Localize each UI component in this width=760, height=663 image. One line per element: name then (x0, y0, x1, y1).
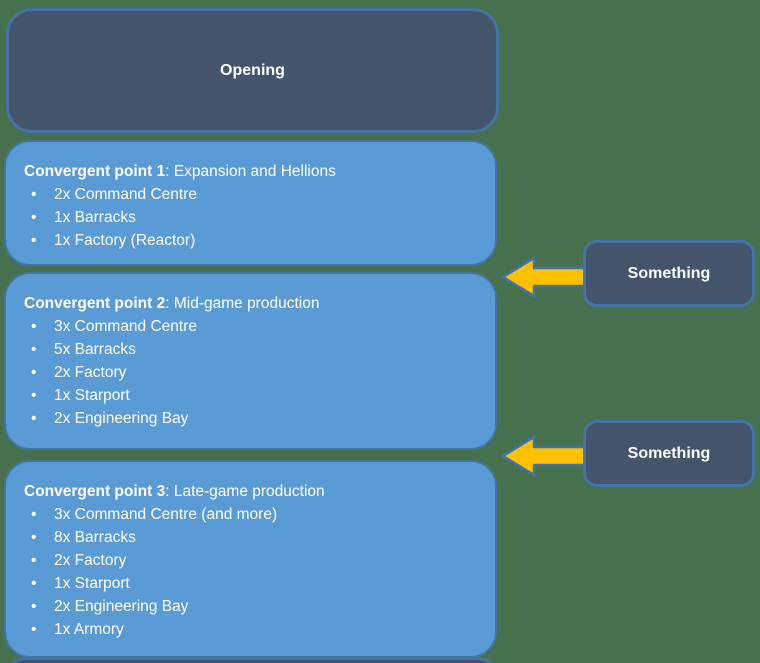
convergent-point-2-box: Convergent point 2: Mid-game production … (4, 272, 497, 450)
something-label: Something (627, 264, 711, 282)
opening-stage-box: Opening (6, 8, 499, 133)
bullet-item: 3x Command Centre (and more) (24, 503, 481, 526)
arrow-left-icon (501, 256, 588, 298)
bullet-item: 1x Barracks (24, 206, 481, 229)
convergent-point-1-title: Convergent point 1: Expansion and Hellio… (24, 160, 481, 183)
bullet-item: 1x Factory (Reactor) (24, 229, 481, 252)
convergent-point-1-bullets: 2x Command Centre 1x Barracks 1x Factory… (24, 183, 481, 252)
convergent-point-1-box: Convergent point 1: Expansion and Hellio… (4, 140, 497, 266)
title-bold-text: Convergent point 2 (24, 295, 166, 312)
title-bold-text: Convergent point 3 (24, 483, 166, 500)
convergent-point-2-content: Convergent point 2: Mid-game production … (6, 274, 495, 430)
convergent-point-2-bullets: 3x Command Centre 5x Barracks 2x Factory… (24, 315, 481, 430)
convergent-point-3-content: Convergent point 3: Late-game production… (6, 462, 495, 641)
convergent-point-3-title: Convergent point 3: Late-game production (24, 480, 481, 503)
bullet-item: 2x Engineering Bay (24, 595, 481, 618)
something-callout-1: Something (583, 240, 755, 307)
title-rest-text: : Expansion and Hellions (165, 163, 336, 180)
opening-label: Opening (220, 61, 285, 79)
bullet-item: 5x Barracks (24, 338, 481, 361)
title-rest-text: : Mid-game production (165, 295, 320, 312)
bullet-item: 2x Engineering Bay (24, 407, 481, 430)
convergent-point-2-title: Convergent point 2: Mid-game production (24, 292, 481, 315)
convergent-point-3-box: Convergent point 3: Late-game production… (4, 460, 497, 658)
bullet-item: 1x Starport (24, 572, 481, 595)
next-stage-box-clipped (6, 657, 498, 663)
something-label: Something (627, 444, 711, 462)
title-bold-text: Convergent point 1 (24, 163, 166, 180)
bullet-item: 2x Command Centre (24, 183, 481, 206)
title-rest-text: : Late-game production (165, 483, 325, 500)
bullet-item: 2x Factory (24, 549, 481, 572)
bullet-item: 8x Barracks (24, 526, 481, 549)
something-callout-2: Something (583, 420, 755, 487)
bullet-item: 1x Starport (24, 384, 481, 407)
bullet-item: 1x Armory (24, 618, 481, 641)
convergent-point-1-content: Convergent point 1: Expansion and Hellio… (6, 142, 495, 252)
bullet-item: 3x Command Centre (24, 315, 481, 338)
bullet-item: 2x Factory (24, 361, 481, 384)
convergent-point-3-bullets: 3x Command Centre (and more) 8x Barracks… (24, 503, 481, 641)
arrow-left-icon (501, 435, 588, 477)
